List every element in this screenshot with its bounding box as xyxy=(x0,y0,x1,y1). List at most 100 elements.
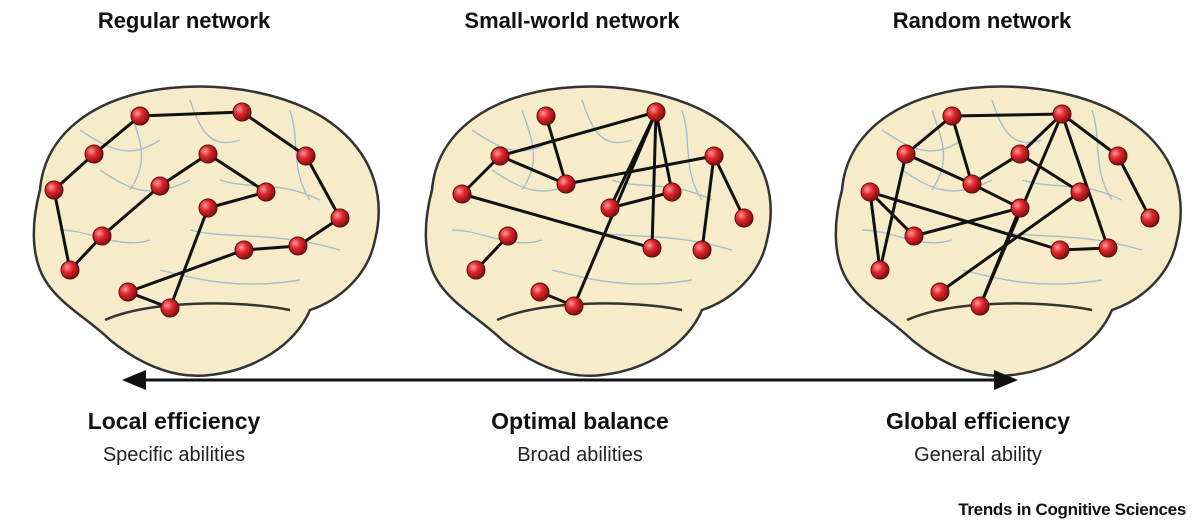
small-world-edge xyxy=(461,192,653,250)
small-world-node xyxy=(490,146,510,166)
regular-node xyxy=(150,176,170,196)
random-node xyxy=(962,174,982,194)
label-general-ability: General ability xyxy=(914,444,1042,466)
random-edge xyxy=(868,190,916,238)
regular-node xyxy=(130,106,150,126)
regular-node xyxy=(256,182,276,202)
small-world-node xyxy=(564,296,584,316)
small-world-edge xyxy=(650,111,658,249)
small-world-node xyxy=(452,184,472,204)
regular-node xyxy=(234,240,254,260)
small-world-node xyxy=(642,238,662,258)
random-node xyxy=(870,260,890,280)
small-world-edge xyxy=(565,154,715,186)
random-edge xyxy=(950,115,974,185)
regular-node xyxy=(288,236,308,256)
random-node xyxy=(896,144,916,164)
small-world-edge xyxy=(499,110,657,158)
brain-outline xyxy=(32,85,380,378)
regular-node xyxy=(84,144,104,164)
regular-node xyxy=(118,282,138,302)
small-world-edge xyxy=(499,154,567,186)
random-node xyxy=(942,106,962,126)
random-node xyxy=(904,226,924,246)
small-world-node xyxy=(662,182,682,202)
random-edge xyxy=(878,153,908,271)
random-node xyxy=(1098,238,1118,258)
small-world-node xyxy=(498,226,518,246)
small-world-edge xyxy=(654,111,674,193)
regular-edge xyxy=(93,114,141,156)
small-world-node xyxy=(530,282,550,302)
regular-edge xyxy=(101,184,161,238)
random-edge xyxy=(1061,112,1119,158)
network-diagram xyxy=(32,85,1182,390)
random-edge xyxy=(1019,152,1081,194)
title-regular-network: Regular network xyxy=(97,8,271,33)
journal-credit: Trends in Cognitive Sciences xyxy=(958,500,1186,519)
brain-small-world xyxy=(424,85,772,378)
random-edge xyxy=(1116,155,1152,219)
random-edge xyxy=(1018,112,1064,156)
random-edge xyxy=(868,191,882,271)
regular-node xyxy=(330,208,350,228)
random-edge xyxy=(913,206,1021,238)
random-node xyxy=(1010,144,1030,164)
regular-node xyxy=(232,102,252,122)
random-node xyxy=(1052,104,1072,124)
regular-node xyxy=(296,146,316,166)
small-world-node xyxy=(466,260,486,280)
random-edge xyxy=(939,190,1081,294)
sulci xyxy=(451,99,733,285)
small-world-node xyxy=(646,102,666,122)
random-edge xyxy=(905,114,953,156)
random-node xyxy=(1108,146,1128,166)
regular-node xyxy=(160,298,180,318)
small-world-node xyxy=(734,208,754,228)
regular-edge xyxy=(207,190,267,210)
small-world-node xyxy=(600,198,620,218)
regular-edge xyxy=(139,110,243,118)
regular-edge xyxy=(52,189,72,271)
regular-edge xyxy=(168,207,210,309)
regular-node xyxy=(92,226,112,246)
small-world-node xyxy=(692,240,712,260)
network-nodes xyxy=(44,102,1160,318)
regular-edge xyxy=(304,155,342,219)
regular-edge xyxy=(127,248,245,294)
small-world-node xyxy=(536,106,556,126)
small-world-node xyxy=(556,174,576,194)
random-node xyxy=(1050,240,1070,260)
title-small-world-network: Small-world network xyxy=(464,8,680,33)
spectrum-arrow xyxy=(122,370,1018,390)
regular-node xyxy=(198,198,218,218)
brain-regular xyxy=(32,85,380,378)
random-edge xyxy=(951,112,1063,118)
regular-edge xyxy=(159,152,209,188)
random-edge xyxy=(905,152,973,186)
small-world-edge xyxy=(700,155,716,251)
regular-node xyxy=(198,144,218,164)
arrowhead-right xyxy=(994,370,1018,390)
small-world-edge xyxy=(712,155,746,219)
random-node xyxy=(970,296,990,316)
regular-node xyxy=(44,180,64,200)
small-world-edge xyxy=(609,190,673,210)
random-node xyxy=(1140,208,1160,228)
small-world-edge xyxy=(544,115,568,185)
regular-edge xyxy=(241,110,307,158)
arrowhead-left xyxy=(122,370,146,390)
label-global-efficiency: Global efficiency xyxy=(885,408,1071,434)
regular-edge xyxy=(207,152,267,194)
label-local-efficiency: Local efficiency xyxy=(87,408,261,434)
random-node xyxy=(1010,198,1030,218)
random-node xyxy=(860,182,880,202)
title-random-network: Random network xyxy=(892,8,1072,33)
random-edge xyxy=(1060,113,1110,249)
label-broad-abilities: Broad abilities xyxy=(517,444,643,466)
small-world-node xyxy=(704,146,724,166)
random-node xyxy=(1070,182,1090,202)
regular-node xyxy=(60,260,80,280)
random-node xyxy=(930,282,950,302)
label-optimal-balance: Optimal balance xyxy=(491,408,669,434)
